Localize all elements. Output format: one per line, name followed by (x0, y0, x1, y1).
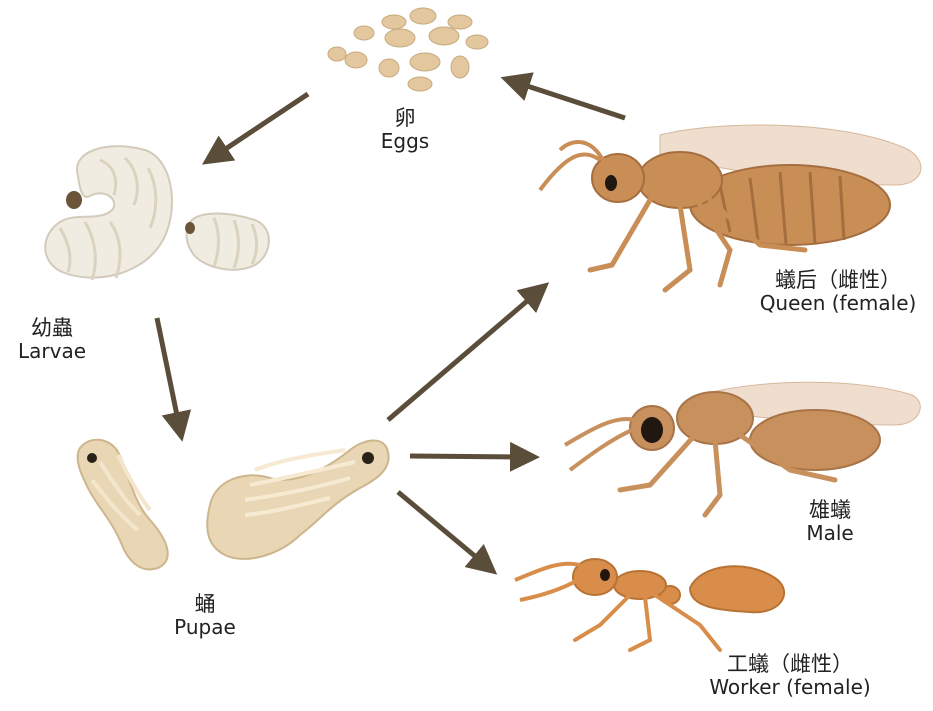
pupae-label-zh: 蛹 (150, 592, 260, 616)
larvae-label-en: Larvae (2, 340, 102, 363)
male-ant-illustration (565, 382, 920, 515)
arrow-pupae-to-queen (388, 290, 540, 420)
pupae-illustration (78, 440, 389, 570)
worker-label-en: Worker (female) (690, 676, 890, 699)
queen-label-zh: 蟻后（雌性） (745, 268, 931, 292)
arrow-eggs-to-larvae (212, 94, 308, 158)
worker-label-zh: 工蟻（雌性） (690, 652, 890, 676)
arrow-larvae-to-pupae (157, 318, 180, 430)
male-label-en: Male (775, 522, 885, 545)
arrow-pupae-to-worker (398, 492, 488, 567)
larvae-label-zh: 幼蟲 (2, 316, 102, 340)
pupae-label: 蛹 Pupae (150, 592, 260, 639)
eggs-label-zh: 卵 (350, 106, 460, 130)
eggs-label-en: Eggs (350, 130, 460, 153)
arrow-queen-to-eggs (512, 81, 625, 118)
arrow-pupae-to-male (410, 456, 528, 457)
pupae-label-en: Pupae (150, 616, 260, 639)
queen-label-en: Queen (female) (745, 292, 931, 315)
worker-label: 工蟻（雌性） Worker (female) (690, 652, 890, 699)
eggs-illustration (328, 8, 488, 91)
male-label: 雄蟻 Male (775, 498, 885, 545)
queen-ant-illustration (540, 125, 921, 290)
larvae-label: 幼蟲 Larvae (2, 316, 102, 363)
queen-label: 蟻后（雌性） Queen (female) (745, 268, 931, 315)
worker-ant-illustration (515, 559, 784, 650)
eggs-label: 卵 Eggs (350, 106, 460, 153)
male-label-zh: 雄蟻 (775, 498, 885, 522)
larvae-illustration (45, 146, 269, 280)
